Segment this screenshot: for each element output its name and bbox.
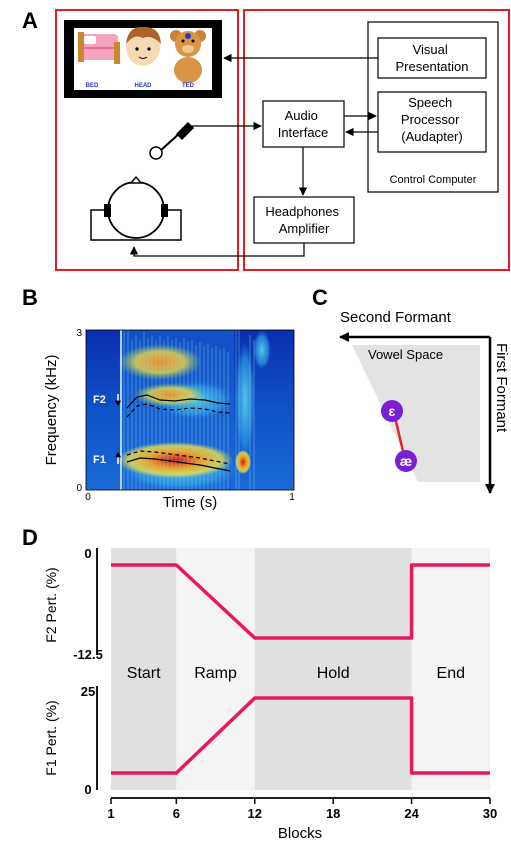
perturbation-line-0 bbox=[111, 563, 490, 640]
f1-track-solid bbox=[126, 457, 231, 472]
display-monitor: BED HEAD TED bbox=[64, 20, 222, 98]
y-tick-label-1-1: 0 bbox=[84, 782, 91, 797]
screen-label-ted: TED bbox=[182, 83, 195, 89]
y-axis-label-1: F1 Pert. (%) bbox=[43, 700, 59, 775]
speech-processor-box bbox=[377, 91, 487, 153]
phase-band-ramp bbox=[176, 548, 255, 790]
spectrogram-ytick-top: 3 bbox=[76, 328, 82, 339]
phase-label-end: End bbox=[437, 665, 465, 682]
y-tick-label-1-0: 25 bbox=[81, 684, 95, 699]
spectrogram-ytick-bottom: 0 bbox=[76, 483, 82, 494]
phase-band-start bbox=[111, 548, 177, 790]
blocks-xlabel: Blocks bbox=[278, 825, 322, 842]
f2-label: F2 bbox=[93, 394, 106, 406]
spectrogram-xtick-left: 0 bbox=[85, 492, 91, 503]
panel-b-letter: B bbox=[22, 285, 38, 310]
y-tick-label-0-1: -12.5 bbox=[73, 647, 103, 662]
panel-a-letter: A bbox=[22, 8, 38, 33]
participant-box bbox=[55, 9, 239, 271]
perturbation-series bbox=[111, 563, 490, 775]
vowel-ae-label: æ bbox=[400, 453, 412, 469]
vowel-epsilon-marker bbox=[381, 400, 403, 422]
panel-b: B Frequency (kHz) 3 0 bbox=[22, 285, 295, 511]
phase-backgrounds bbox=[111, 548, 490, 790]
x-tick-label-1: 1 bbox=[107, 806, 114, 821]
visual-presentation-label: Visual Presentation bbox=[396, 42, 469, 74]
y-tick-label-0-0: 0 bbox=[84, 546, 91, 561]
audio-interface-label: Audio Interface bbox=[278, 108, 329, 140]
microphone-icon bbox=[149, 122, 194, 160]
second-formant-label: Second Formant bbox=[340, 309, 452, 326]
spectrogram-xtick-right: 1 bbox=[289, 492, 295, 503]
perturbation-axes: 0 -12.5 F2 Pert. (%) 25 0 F1 Pert. (%) bbox=[43, 546, 103, 797]
panel-c: C Second Formant First Formant Vowel Spa… bbox=[312, 285, 510, 494]
head-icon bbox=[126, 26, 161, 66]
phase-band-end bbox=[411, 548, 490, 790]
phase-label-hold: Hold bbox=[317, 665, 350, 682]
phase-labels: Start Ramp Hold End bbox=[127, 665, 465, 682]
perturbation-line-1 bbox=[111, 696, 490, 775]
x-tick-label-18: 18 bbox=[326, 806, 340, 821]
vowel-space-label: Vowel Space bbox=[368, 347, 443, 362]
listener-head-icon bbox=[90, 175, 182, 241]
panel-c-letter: C bbox=[312, 285, 328, 310]
x-tick-label-30: 30 bbox=[483, 806, 497, 821]
headphones-amplifier-label: Headphones Amplifier bbox=[265, 204, 342, 236]
x-tick-label-12: 12 bbox=[248, 806, 262, 821]
computer-side-box bbox=[243, 9, 510, 271]
visual-presentation-box bbox=[377, 37, 487, 79]
speech-processor-label: Speech Processor (Audapter) bbox=[401, 95, 463, 144]
vowel-ae-marker bbox=[395, 450, 417, 472]
control-computer-label: Control Computer bbox=[390, 174, 477, 186]
f1-track-dashed bbox=[126, 450, 231, 465]
f1-label: F1 bbox=[93, 454, 106, 466]
y-axis-label-0: F2 Pert. (%) bbox=[43, 567, 59, 642]
x-tick-label-6: 6 bbox=[173, 806, 180, 821]
spectrogram-xlabel: Time (s) bbox=[163, 494, 217, 511]
control-computer-box bbox=[367, 21, 499, 193]
panel-d-letter: D bbox=[22, 525, 38, 550]
arrow-amplifier-to-headphones bbox=[129, 243, 305, 257]
block-ticks: 1 6 12 18 24 30 bbox=[107, 797, 497, 821]
spectrogram-ylabel: Frequency (kHz) bbox=[43, 355, 60, 466]
panel-a: A bbox=[22, 8, 510, 271]
phase-label-ramp: Ramp bbox=[194, 665, 237, 682]
vowel-space-region bbox=[352, 345, 480, 482]
vowel-epsilon-label: ɛ bbox=[389, 403, 396, 419]
spectrogram bbox=[85, 329, 295, 492]
headphones-amplifier-box bbox=[253, 196, 355, 244]
f2-track-dashed bbox=[126, 403, 231, 418]
first-formant-label: First Formant bbox=[493, 343, 510, 433]
screen-label-head: HEAD bbox=[134, 83, 152, 89]
x-tick-label-24: 24 bbox=[404, 806, 419, 821]
teddy-icon bbox=[170, 30, 206, 83]
screen-label-bed: BED bbox=[86, 83, 99, 89]
phase-band-hold bbox=[254, 548, 412, 790]
phase-label-start: Start bbox=[127, 665, 161, 682]
bed-icon bbox=[78, 32, 120, 64]
f2-track-solid bbox=[126, 394, 231, 409]
audio-interface-box bbox=[262, 100, 345, 148]
